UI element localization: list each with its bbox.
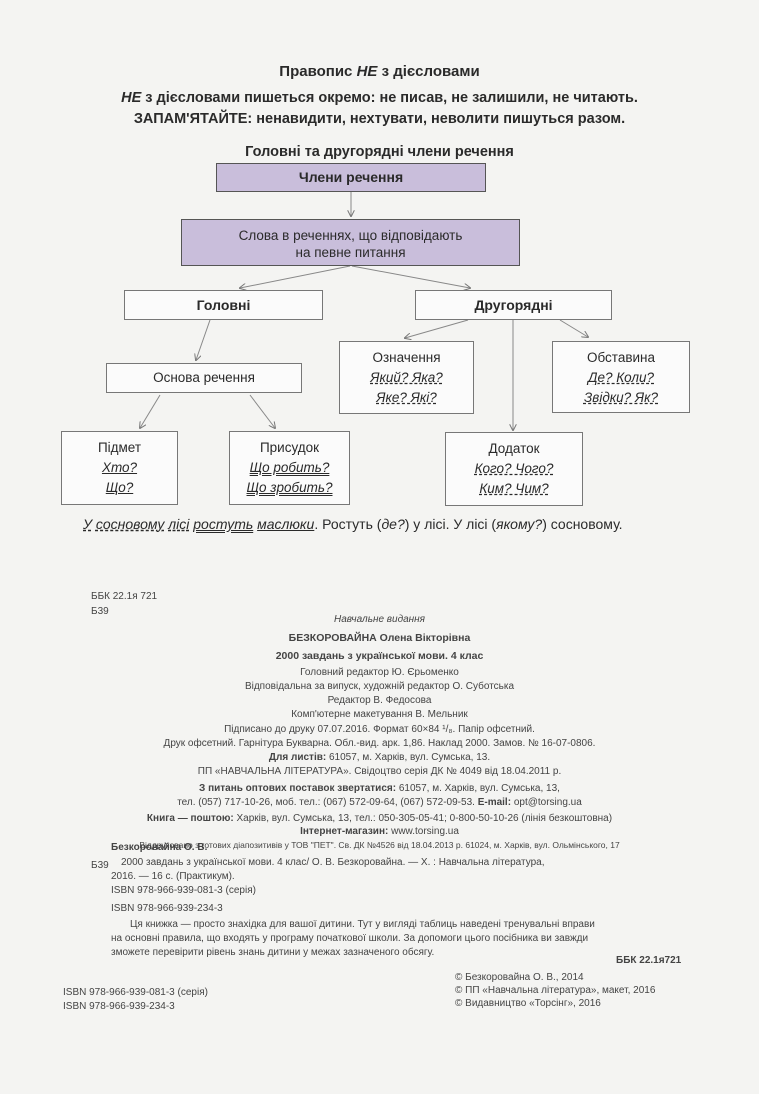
- members-label: Члени речення: [298, 169, 404, 185]
- rule-ne: НЕ: [121, 90, 142, 106]
- editor: Головний редактор Ю. Єрьоменко: [300, 667, 459, 678]
- example-text: ) сосновому.: [542, 516, 623, 532]
- phones-text: тел. (057) 717-10-26, моб. тел.: (067) 5…: [177, 797, 475, 808]
- post-text: Харків, вул. Сумська, 13, тел.: 050-305-…: [233, 813, 613, 824]
- catalog-isbn: ISBN 978-966-939-234-3: [111, 903, 223, 914]
- letters-label: Для листів:: [268, 752, 327, 763]
- title-text: Правопис: [279, 63, 357, 80]
- predicate-label: Присудок: [259, 440, 320, 455]
- redactor: Редактор В. Федосова: [327, 695, 432, 706]
- attribute-box: Означення Який? Яка? Яке? Які?: [339, 341, 474, 414]
- post-order: Книга — поштою: Харків, вул. Сумська, 13…: [0, 813, 759, 824]
- example-sentence: У сосновому лісі ростуть маслюки. Ростут…: [83, 516, 743, 532]
- print-info: Друк офсетний. Гарнітура Букварна. Обл.-…: [163, 738, 596, 749]
- basis-box: Основа речення: [106, 363, 302, 393]
- adverbial-question-2: Звідки? Як?: [583, 390, 659, 405]
- object-question-1: Кого? Чого?: [474, 461, 554, 476]
- shop-label: Інтернет-магазин:: [300, 826, 389, 837]
- wholesale: З питань оптових поставок звертатися: 61…: [0, 783, 759, 794]
- printed-by: Віддруковано з готових діапозитивів у ТО…: [139, 840, 620, 850]
- page-title: Правопис НЕ з дієсловами: [0, 63, 759, 80]
- example-question: якому?: [496, 516, 543, 532]
- isbn-bottom: ISBN 978-966-939-234-3: [63, 1001, 175, 1012]
- description-1: Ця книжка — просто знахідка для вашої ди…: [130, 919, 595, 930]
- b39-top: Б39: [91, 606, 109, 617]
- subject-label: Підмет: [97, 440, 142, 455]
- attribute-question-2: Яке? Які?: [376, 390, 437, 405]
- catalog-b39: Б39: [91, 860, 109, 871]
- description-3: зможете перевірити рівень знань дитини у…: [111, 947, 435, 958]
- members-box: Члени речення: [216, 163, 486, 192]
- email-label: E-mail:: [477, 797, 512, 808]
- example-word: лісі: [168, 516, 190, 532]
- rule-line-2: ЗАПАМ'ЯТАЙТЕ: ненавидити, нехтувати, нев…: [133, 111, 626, 127]
- subject-question-2: Що?: [105, 480, 134, 495]
- definition-line-2: на певне питання: [295, 245, 406, 260]
- example-text: ) у лісі. У лісі (: [404, 516, 497, 532]
- example-predicate: ростуть: [193, 516, 254, 532]
- rule-text: з дієсловами пишеться окремо: не писав, …: [141, 90, 638, 106]
- adverbial-box: Обставина Де? Коли? Звідки? Як?: [552, 341, 690, 413]
- edition-type: Навчальне видання: [333, 614, 426, 625]
- wholesale-label: З питань оптових поставок звертатися:: [199, 783, 397, 794]
- adverbial-question-1: Де? Коли?: [587, 370, 655, 385]
- letters: Для листів: 61057, м. Харків, вул. Сумсь…: [0, 752, 759, 763]
- catalog-line-2: 2016. — 16 с. (Практикум).: [111, 871, 235, 882]
- title-text-end: з дієсловами: [377, 63, 480, 80]
- object-box: Додаток Кого? Чого? Ким? Чим?: [445, 432, 583, 506]
- letters-text: 61057, м. Харків, вул. Сумська, 13.: [326, 752, 491, 763]
- signed: Підписано до друку 07.07.2016. Формат 60…: [224, 724, 535, 735]
- email-link[interactable]: opt@torsing.ua: [511, 797, 582, 808]
- copyright-1: © Безкоровайна О. В., 2014: [455, 972, 584, 983]
- attribute-label: Означення: [372, 350, 441, 365]
- catalog-line-1: 2000 завдань з української мови. 4 клас/…: [121, 857, 545, 868]
- copyright-2: © ПП «Навчальна література», макет, 2016: [455, 985, 656, 996]
- isbn-series-bottom: ISBN 978-966-939-081-3 (серія): [63, 987, 208, 998]
- subject-question-1: Хто?: [101, 460, 138, 475]
- copyright-3: © Видавництво «Торсінг», 2016: [455, 998, 601, 1009]
- post-label: Книга — поштою:: [146, 813, 234, 824]
- catalog-author: Безкоровайна О. В.: [111, 842, 208, 853]
- title-ne: НЕ: [356, 63, 378, 80]
- secondary-members-label: Другорядні: [474, 297, 553, 313]
- main-members-box: Головні: [124, 290, 323, 320]
- object-label: Додаток: [488, 441, 540, 456]
- layout-credit: Комп'ютерне макетування В. Мельник: [291, 709, 468, 720]
- predicate-question-1: Що робить?: [249, 460, 330, 475]
- basis-label: Основа речення: [153, 370, 255, 385]
- publisher: ПП «НАВЧАЛЬНА ЛІТЕРАТУРА». Свідоцтво сер…: [197, 766, 562, 777]
- attribute-question-1: Який? Яка?: [370, 370, 443, 385]
- secondary-members-box: Другорядні: [415, 290, 612, 320]
- diagram-title: Головні та другорядні члени речення: [245, 144, 514, 160]
- definition-box: Слова в реченнях, що відповідають на пев…: [181, 219, 520, 266]
- predicate-box: Присудок Що робить? Що зробить?: [229, 431, 350, 505]
- description-2: на основні правила, що входять у програм…: [111, 933, 589, 944]
- definition-line-1: Слова в реченнях, що відповідають: [238, 228, 463, 243]
- phones: тел. (057) 717-10-26, моб. тел.: (067) 5…: [0, 797, 759, 808]
- object-question-2: Ким? Чим?: [479, 481, 549, 496]
- shop: Інтернет-магазин: www.torsing.ua: [0, 826, 759, 837]
- wholesale-text: 61057, м. Харків, вул. Сумська, 13,: [396, 783, 560, 794]
- shop-link[interactable]: www.torsing.ua: [388, 826, 459, 837]
- author: БЕЗКОРОВАЙНА Олена Вікторівна: [288, 632, 471, 644]
- adverbial-label: Обставина: [586, 350, 656, 365]
- example-word: сосновому: [95, 516, 165, 532]
- example-word: У: [83, 516, 92, 532]
- bbk-top: ББК 22.1я 721: [91, 591, 158, 602]
- example-question: де?: [381, 516, 405, 532]
- predicate-question-2: Що зробить?: [246, 480, 333, 495]
- main-members-label: Головні: [196, 297, 251, 313]
- rule-line-1: НЕ з дієсловами пишеться окремо: не писа…: [0, 90, 759, 106]
- art-editor: Відповідальна за випуск, художній редакт…: [244, 681, 515, 692]
- example-subject: маслюки: [257, 516, 315, 532]
- subject-box: Підмет Хто? Що?: [61, 431, 178, 505]
- catalog-isbn-series: ISBN 978-966-939-081-3 (серія): [111, 885, 256, 896]
- bbk-bottom: ББК 22.1я721: [616, 955, 682, 966]
- example-text: . Ростуть (: [314, 516, 382, 532]
- book-title: 2000 завдань з української мови. 4 клас: [275, 650, 484, 662]
